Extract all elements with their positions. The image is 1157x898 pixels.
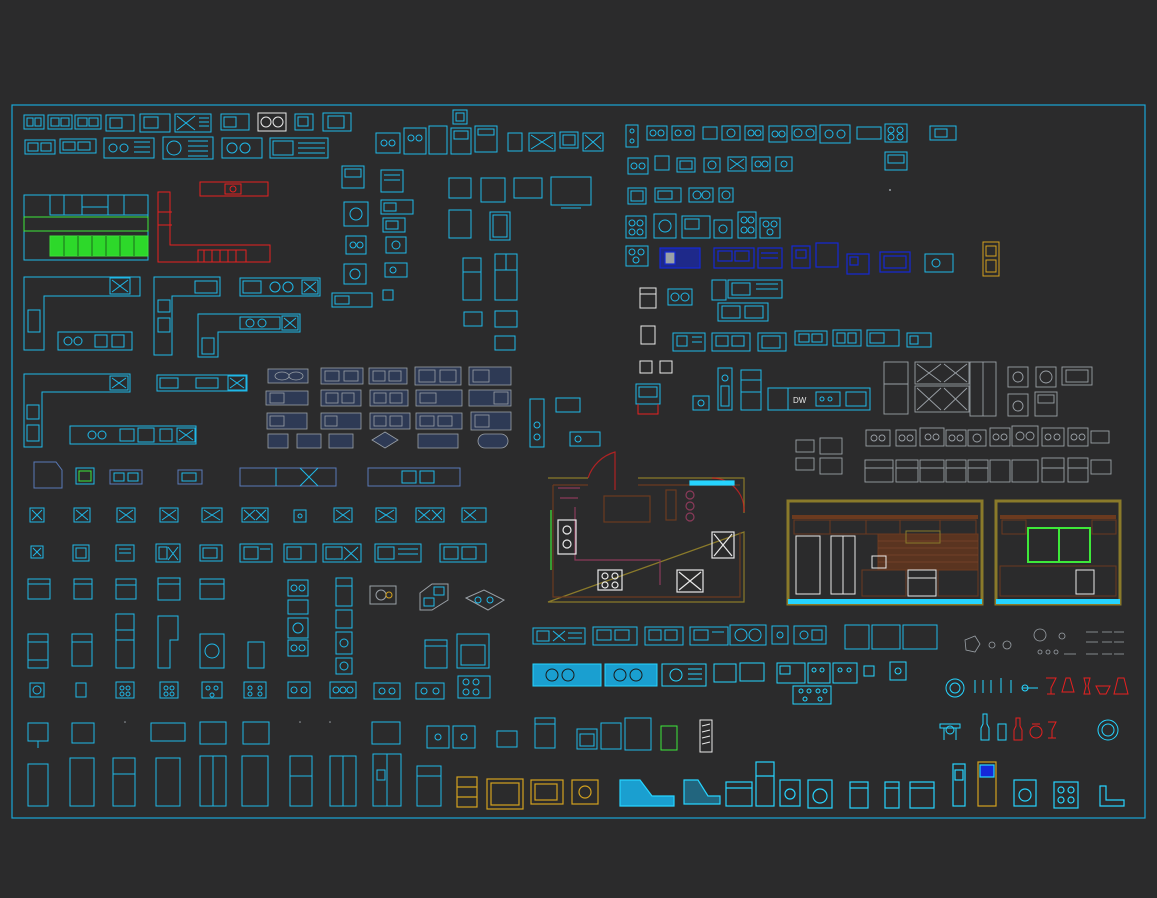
gray-fridges bbox=[883, 361, 1093, 417]
bright-sink-row bbox=[532, 661, 907, 705]
l-counters bbox=[23, 276, 321, 358]
island-kitchen-plan bbox=[547, 451, 745, 603]
appliance-row-bottom-right bbox=[619, 761, 1125, 809]
oven-front-row bbox=[27, 577, 506, 675]
sink-stacks-mid bbox=[331, 165, 414, 308]
base-cabinet-row-a bbox=[33, 461, 461, 489]
cooktop-blocks-top-right bbox=[625, 123, 957, 267]
misc-sinks-right bbox=[635, 241, 1000, 415]
small-blocks-mid bbox=[529, 397, 601, 448]
dark-sink-group bbox=[265, 366, 512, 449]
kitchen-elevation-a bbox=[786, 499, 984, 606]
red-kitchen-blocks bbox=[157, 181, 271, 263]
yellow-appliances bbox=[456, 776, 599, 810]
l-counters-2 bbox=[23, 373, 248, 448]
fridge-row-bottom bbox=[27, 753, 442, 807]
sink-row-bottom-center bbox=[532, 624, 938, 650]
blue-sink-blocks bbox=[659, 242, 911, 275]
gray-cooktops bbox=[795, 425, 1112, 483]
top-middle-appliances bbox=[375, 109, 604, 155]
tiny-marks bbox=[124, 189, 891, 723]
sink-counter-row bbox=[30, 543, 487, 563]
dishwasher-label-a: DW bbox=[793, 396, 807, 405]
kitchen-elevation-b bbox=[994, 499, 1122, 606]
upper-cabinet-row bbox=[27, 717, 713, 753]
utensil-blocks bbox=[939, 628, 1129, 741]
cabinet-elevation bbox=[23, 194, 149, 261]
sink-row-2 bbox=[24, 136, 329, 160]
sink-row-1 bbox=[23, 112, 352, 133]
tv-fridge-blocks bbox=[448, 176, 592, 351]
appliance-front-row bbox=[27, 613, 490, 669]
hood-row bbox=[29, 507, 487, 523]
drawing-frame bbox=[11, 104, 1146, 819]
cooktop-row-bottom bbox=[29, 675, 491, 700]
